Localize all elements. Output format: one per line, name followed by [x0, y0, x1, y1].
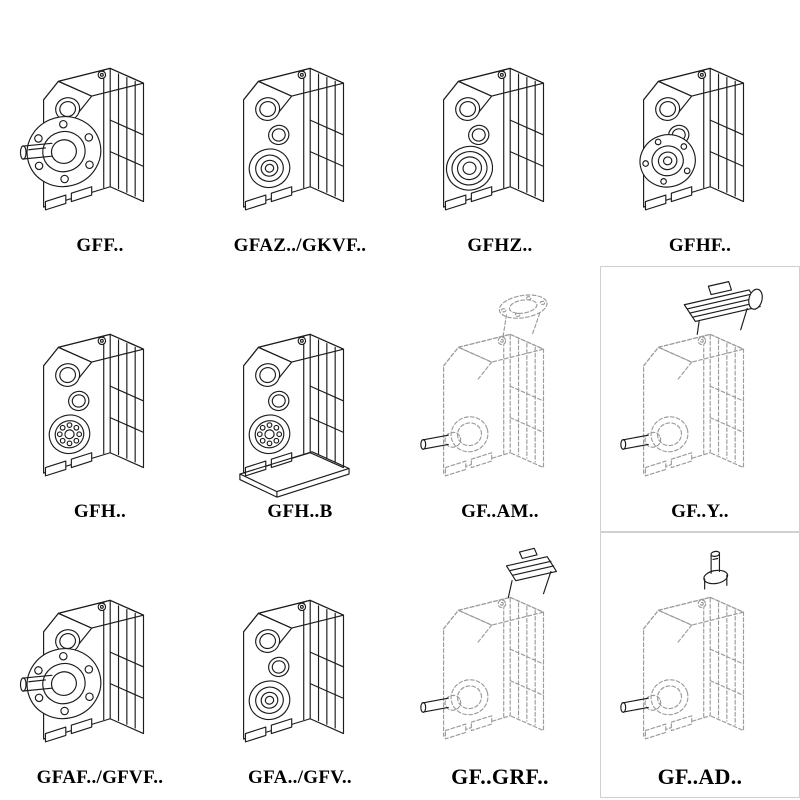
gearbox-hollow-shaft-large-drawing	[202, 535, 398, 765]
product-cell: GF..AM..	[400, 266, 600, 532]
model-label: GFA../GFV..	[248, 767, 352, 789]
model-label: GFAF../GFVF..	[36, 767, 164, 789]
gearbox-foot-mounted-bearing-drawing	[2, 269, 198, 499]
gearbox-flange-output-shaft-drawing	[2, 3, 198, 233]
model-label: GFH..	[73, 501, 127, 523]
product-cell: GFHZ..	[400, 0, 600, 266]
model-label: GF..AD..	[657, 763, 743, 789]
gearbox-phantom-with-motor-drawing	[602, 269, 798, 499]
product-cell: GF..GRF..	[400, 532, 600, 798]
model-label: GF..Y..	[671, 501, 729, 523]
gearbox-phantom-input-shaft-drawing	[602, 535, 798, 762]
gearbox-phantom-motor-adapter-flange-drawing	[402, 269, 598, 499]
gearbox-hollow-shaft-drawing	[202, 3, 398, 233]
product-cell: GFH..B	[200, 266, 400, 532]
model-label: GF..GRF..	[451, 763, 549, 789]
model-label: GFF..	[76, 235, 124, 257]
product-cell: GF..AD..	[600, 532, 800, 798]
model-label: GFHZ..	[467, 235, 533, 257]
product-cell: GFA../GFV..	[200, 532, 400, 798]
model-label: GF..AM..	[461, 501, 539, 523]
model-label: GFAZ../GKVF..	[233, 235, 367, 257]
gearbox-flange-output-shaft-large-drawing	[2, 535, 198, 765]
model-label: GFHF..	[668, 235, 732, 257]
product-cell: GFAZ../GKVF..	[200, 0, 400, 266]
gearbox-phantom-input-adapter-drawing	[402, 535, 598, 762]
product-cell: GF..Y..	[600, 266, 800, 532]
gearbox-foot-mounted-base-drawing	[202, 269, 398, 499]
product-cell: GFH..	[0, 266, 200, 532]
product-cell: GFF..	[0, 0, 200, 266]
gearbox-flange-hollow-shaft-drawing	[602, 3, 798, 233]
product-cell: GFAF../GFVF..	[0, 532, 200, 798]
model-label: GFH..B	[267, 501, 333, 523]
product-cell: GFHF..	[600, 0, 800, 266]
gearbox-hollow-shaft-shrink-disc-drawing	[402, 3, 598, 233]
